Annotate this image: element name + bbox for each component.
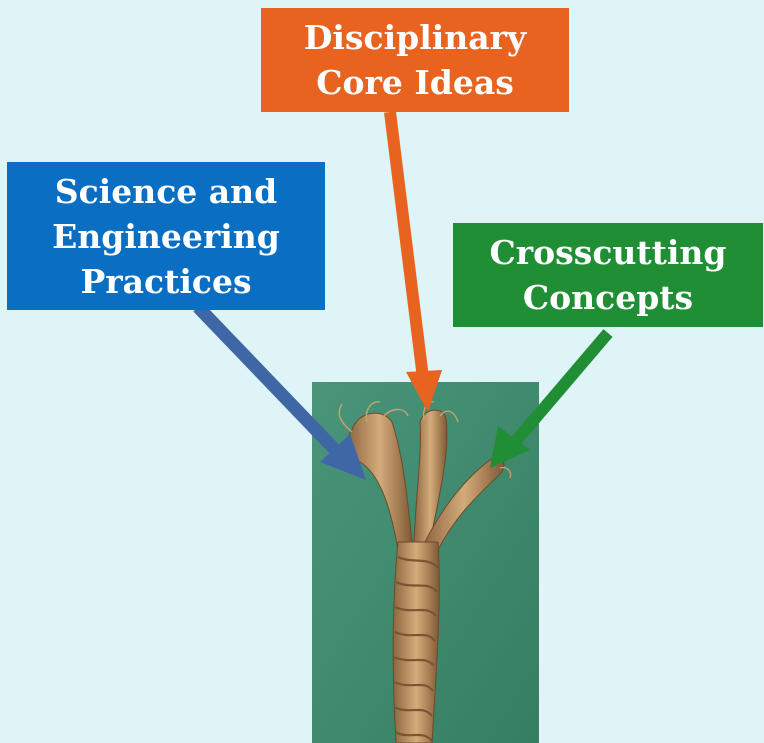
- arrow-core-ideas: [390, 112, 442, 412]
- disciplinary-core-ideas-line-1: Disciplinary: [304, 15, 526, 60]
- crosscutting-concepts-box: Crosscutting Concepts: [453, 223, 763, 327]
- rope-photo: [312, 382, 539, 743]
- science-engineering-practices-line-1: Science and: [55, 169, 277, 214]
- disciplinary-core-ideas-box: Disciplinary Core Ideas: [261, 8, 569, 112]
- science-engineering-practices-line-2: Engineering: [52, 214, 280, 259]
- crosscutting-concepts-line-1: Crosscutting: [490, 230, 727, 275]
- crosscutting-concepts-line-2: Concepts: [523, 275, 693, 320]
- science-engineering-practices-line-3: Practices: [80, 259, 251, 304]
- disciplinary-core-ideas-line-2: Core Ideas: [316, 60, 514, 105]
- science-engineering-practices-box: Science and Engineering Practices: [7, 162, 325, 310]
- rope-twisted-body: [393, 542, 439, 743]
